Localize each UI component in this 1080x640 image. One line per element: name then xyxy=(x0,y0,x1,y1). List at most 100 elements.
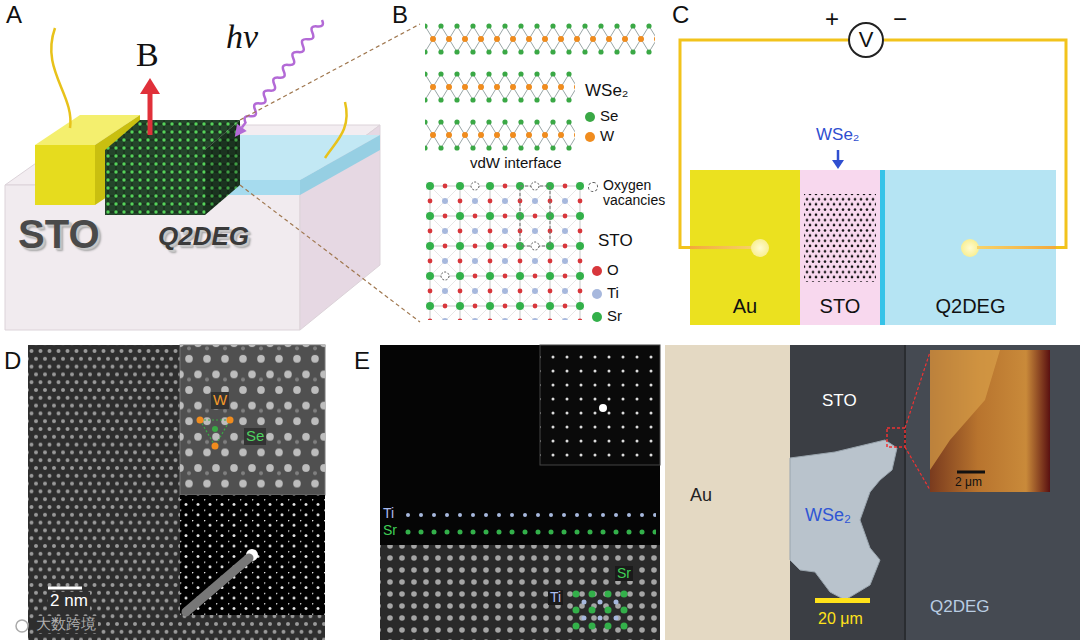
photon-head xyxy=(230,124,247,141)
layer-label: WSe₂ xyxy=(585,82,628,101)
unit-cell-overlay xyxy=(573,591,628,630)
sr-atom xyxy=(605,623,612,630)
node-text: STO xyxy=(820,295,861,317)
interface-image xyxy=(380,345,660,640)
node-text: Au xyxy=(733,295,757,317)
flake-lattice xyxy=(804,194,876,282)
legend-text: Ti xyxy=(607,285,619,302)
zoom-inset xyxy=(180,345,325,495)
panel-letter: C xyxy=(672,2,689,28)
fft-spots xyxy=(540,345,660,465)
scale-bar xyxy=(815,598,870,603)
scale-label: 2 nm xyxy=(48,592,90,611)
scale-bar xyxy=(957,471,985,474)
flake-label: WSe₂ xyxy=(805,506,851,526)
image-ground xyxy=(28,345,325,640)
image-ground xyxy=(380,345,660,640)
photon-label: hν xyxy=(226,18,258,55)
legend-text: Sr xyxy=(607,308,622,325)
stem-image xyxy=(16,345,325,640)
wse2-layer xyxy=(425,118,575,152)
legend-swatch xyxy=(592,266,602,276)
sr-atom xyxy=(589,591,596,598)
se-marker xyxy=(212,426,218,432)
zoom-box xyxy=(887,428,905,447)
ti-row xyxy=(404,511,656,519)
sto-lattice xyxy=(426,182,584,320)
optical-image xyxy=(665,345,1080,640)
region-label: STO xyxy=(822,392,857,411)
field-label: B xyxy=(136,36,159,73)
beam-stopper xyxy=(186,558,249,612)
region-label: Au xyxy=(690,486,712,506)
zoom-line xyxy=(905,352,930,428)
legend-item: Oxygen vacancies xyxy=(588,178,667,209)
gas-label: Q2DEG xyxy=(158,222,249,251)
sr-atom xyxy=(589,607,596,614)
wse2-layer xyxy=(425,22,655,56)
sr-atom xyxy=(605,607,612,614)
legend-text: W xyxy=(600,128,614,145)
wse2-layer xyxy=(425,70,575,104)
region-label: Q2DEG xyxy=(930,598,990,617)
ti-atom xyxy=(614,600,619,605)
field-arrow xyxy=(148,92,153,135)
circuit-art xyxy=(832,150,844,169)
lattice-model xyxy=(425,22,655,320)
substrate-region xyxy=(790,345,905,640)
sr-atom xyxy=(573,607,580,614)
probe-wire xyxy=(51,28,70,128)
scale-label: 20 μm xyxy=(818,610,863,628)
node-text: Q2DEG xyxy=(935,295,1005,317)
ti-atom xyxy=(582,616,587,621)
legend-text: O xyxy=(607,262,619,279)
gas-box: Q2DEG xyxy=(880,170,1056,325)
lead xyxy=(690,246,756,249)
legend-swatch xyxy=(585,132,595,142)
legend-swatch xyxy=(585,112,595,122)
flake-front xyxy=(105,150,205,215)
sr-atom xyxy=(573,591,580,598)
panel-letter: E xyxy=(354,348,370,374)
vacancy-swatch xyxy=(588,182,598,192)
atom-lattice xyxy=(380,545,660,640)
node-text: V xyxy=(859,28,874,52)
legend-item: Se xyxy=(585,108,618,125)
sr-atom xyxy=(621,591,628,598)
atom-label: Sr xyxy=(615,566,633,581)
afm-inset xyxy=(930,350,1050,492)
region-edge xyxy=(904,345,906,640)
atom-label: Ti xyxy=(383,506,394,521)
fft-inset xyxy=(540,345,660,465)
flake xyxy=(790,440,897,600)
sr-atom xyxy=(573,623,580,630)
layer-label: STO xyxy=(598,232,633,251)
watermark-logo xyxy=(16,620,28,632)
flake-side xyxy=(205,120,240,215)
oxygen-vacancy xyxy=(471,182,479,190)
lead xyxy=(977,246,1056,249)
ti-atom xyxy=(582,600,587,605)
oxygen-vacancy xyxy=(531,182,539,190)
scale-label: 2 μm xyxy=(955,476,982,489)
unit-triangle xyxy=(200,420,230,446)
sr-atom xyxy=(621,607,628,614)
ti-atom xyxy=(598,616,603,621)
watermark: 大数跨境 xyxy=(34,616,98,633)
legend-item: W xyxy=(585,128,614,145)
sr-atom xyxy=(621,623,628,630)
fft-center xyxy=(599,404,607,412)
w-marker xyxy=(197,417,204,424)
w-marker xyxy=(212,443,219,450)
flake-dots xyxy=(804,194,876,282)
probe-wire xyxy=(325,102,347,158)
ti-atom xyxy=(614,616,619,621)
atom-label: Sr xyxy=(383,523,397,538)
diffraction-inset xyxy=(180,495,325,615)
substrate-box: STO xyxy=(800,170,880,325)
sr-atom xyxy=(589,623,596,630)
sr-row xyxy=(404,528,656,536)
flake-label: WSe₂ xyxy=(816,126,859,145)
sr-atom xyxy=(605,591,612,598)
